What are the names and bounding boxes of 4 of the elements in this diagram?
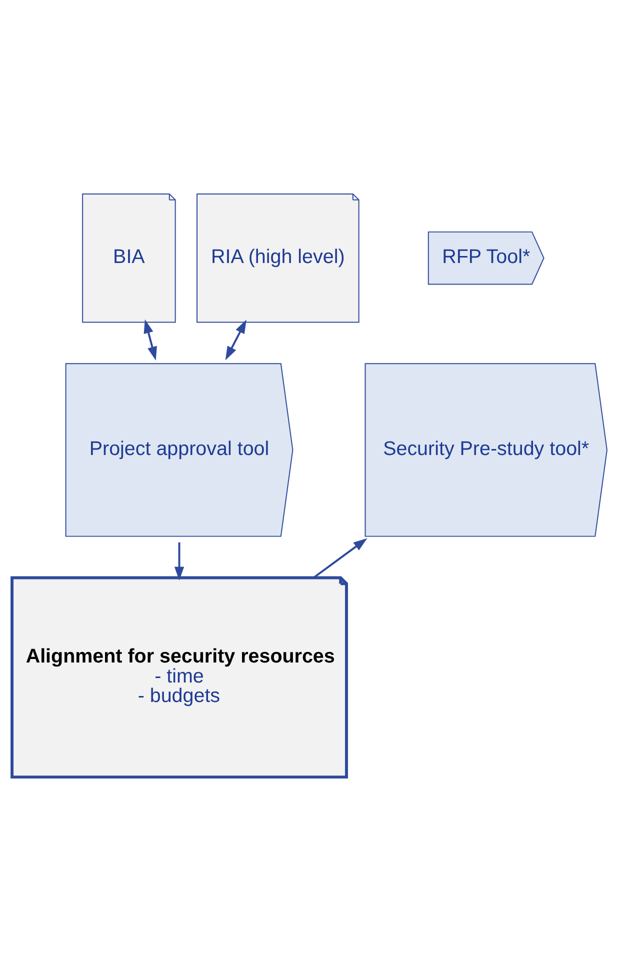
arrow [174, 542, 184, 580]
arrow [144, 318, 157, 360]
arrow [312, 538, 368, 578]
arrow [225, 319, 246, 360]
